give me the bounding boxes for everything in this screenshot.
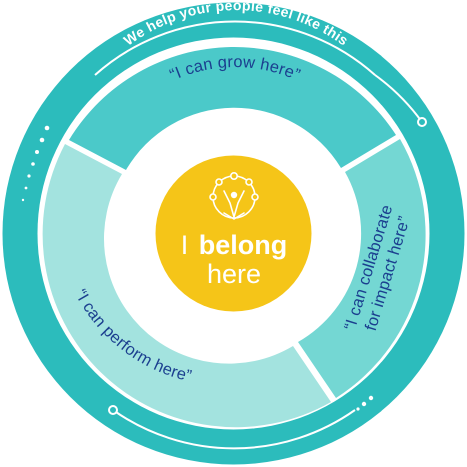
dot-trail-left [21,125,50,202]
ring-node [417,117,427,127]
dot-trail-right [356,395,374,411]
ring-node [108,405,118,415]
center-circle [155,155,312,312]
ring-line-top [94,20,376,76]
center-line1: I belong [181,230,287,260]
center-line1-prefix: I [181,230,189,260]
center-line1-bold: belong [199,230,288,260]
segment-collaborate [298,139,426,398]
center-line2: here [207,259,261,289]
segment-grow [69,47,396,170]
segment-perform [42,144,331,428]
person-community-icon [209,172,259,220]
ring-line-bottom [112,409,356,450]
